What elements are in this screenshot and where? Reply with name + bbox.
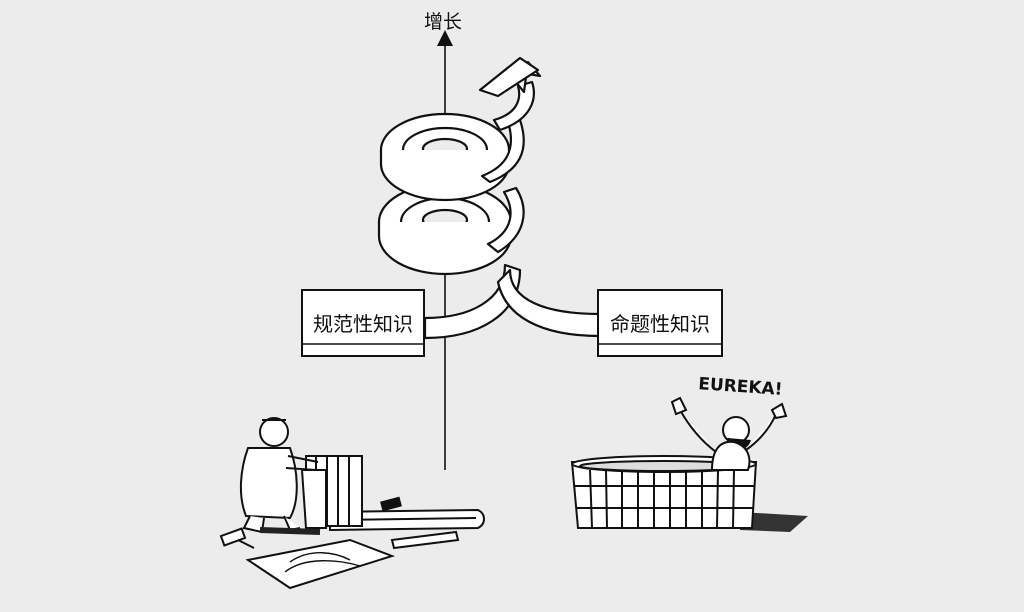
eureka-exclamation: EUREKA! [698, 374, 783, 400]
propositional-knowledge-label: 命题性知识 [610, 312, 710, 336]
bathtub-illustration [572, 398, 808, 532]
axis-label: 增长 [424, 11, 462, 33]
prescriptive-knowledge-box: 规范性知识 [302, 290, 424, 356]
prescriptive-knowledge-label: 规范性知识 [313, 312, 413, 336]
propositional-knowledge-box: 命题性知识 [598, 290, 722, 356]
